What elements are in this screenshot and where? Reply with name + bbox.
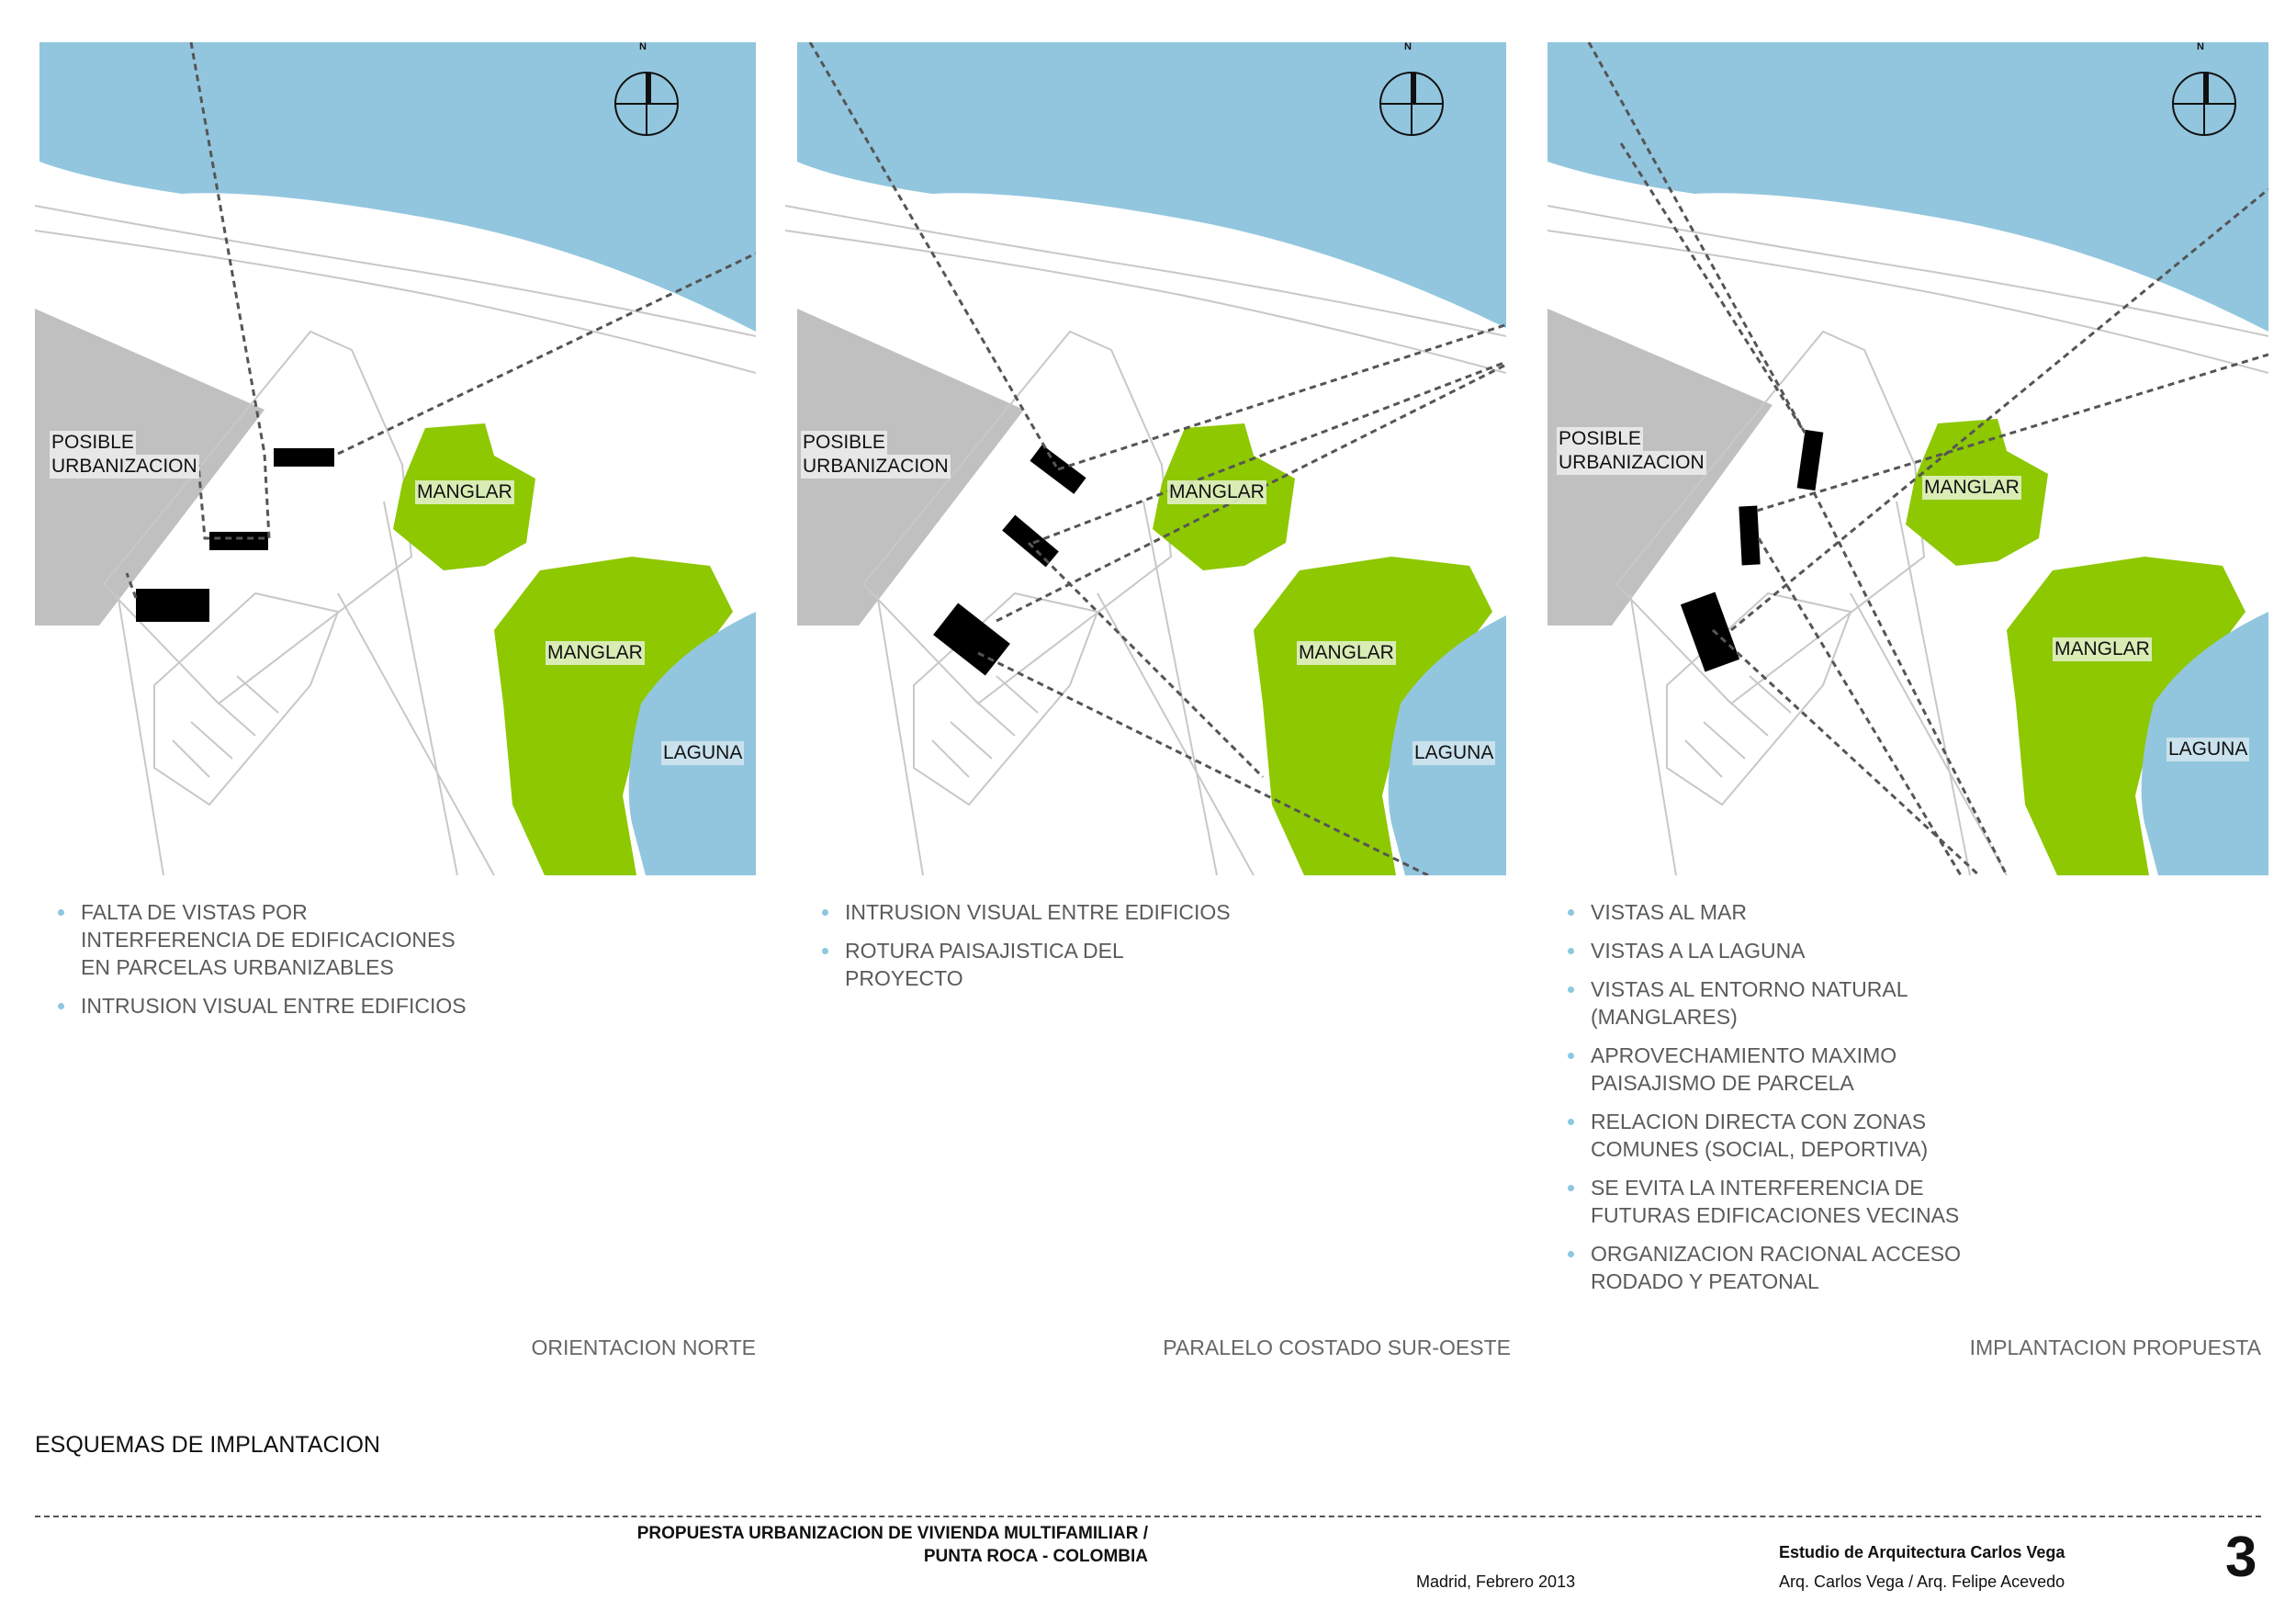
posible-label: POSIBLE [1557,427,1643,451]
posible-label: POSIBLE [801,431,887,455]
bullet-list: VISTAS AL MAR VISTAS A LA LAGUNA VISTAS … [1563,898,1986,1306]
bullet-item: RELACION DIRECTA CON ZONAS COMUNES (SOCI… [1563,1108,1986,1163]
panel-caption: ORIENTACION NORTE [531,1336,757,1359]
laguna-label: LAGUNA [661,741,745,765]
laguna-label: LAGUNA [1412,741,1496,765]
manglar-label: MANGLAR [546,641,645,665]
sea-area [1548,42,2268,332]
bullet-item: VISTAS A LA LAGUNA [1563,937,1986,964]
section-title: ESQUEMAS DE IMPLANTACION [35,1432,380,1458]
project-title-line: PROPUESTA URBANIZACION DE VIVIENDA MULTI… [636,1524,1148,1543]
building-block [1796,429,1824,491]
sea-area [39,42,756,332]
building-block [274,448,334,467]
panel-caption: IMPLANTACION PROPUESTA [1969,1336,2261,1359]
bullet-item: VISTAS AL MAR [1563,898,1986,926]
north-label: N [2197,41,2204,52]
footer-divider [35,1516,2261,1517]
north-label: N [639,41,647,52]
urbanizacion-label: URBANIZACION [50,455,199,479]
bullet-item: VISTAS AL ENTORNO NATURAL (MANGLARES) [1563,975,1986,1031]
north-arrow-icon [2172,72,2236,136]
laguna-label: LAGUNA [2167,738,2250,761]
bullet-item: ROTURA PAISAJISTICA DEL PROYECTO [817,937,1240,992]
building-block [1739,505,1761,566]
bullet-list: INTRUSION VISUAL ENTRE EDIFICIOS ROTURA … [817,898,1240,1003]
manglar-large-area [1254,557,1492,875]
building-block [209,532,268,550]
project-title: PROPUESTA URBANIZACION DE VIVIENDA MULTI… [569,1522,1148,1568]
bullet-item: ORGANIZACION RACIONAL ACCESO RODADO Y PE… [1563,1240,1986,1295]
bullet-item: APROVECHAMIENTO MAXIMO PAISAJISMO DE PAR… [1563,1042,1986,1097]
building-block [1680,592,1740,672]
manglar-large-area [494,557,733,875]
urbanizacion-label: URBANIZACION [1557,451,1706,475]
manglar-label: MANGLAR [1297,641,1396,665]
scheme-panel-orientacion-norte: N POSIBLE URBANIZACION MANGLAR MANGLAR L… [35,41,756,875]
scheme-panel-paralelo-sur-oeste: N POSIBLE URBANIZACION MANGLAR MANGLAR L… [785,41,1506,875]
urbanizacion-label: URBANIZACION [801,455,951,479]
manglar-label: MANGLAR [415,480,514,504]
panel-caption: PARALELO COSTADO SUR-OESTE [1163,1336,1511,1359]
studio-name: Estudio de Arquitectura Carlos Vega [1779,1543,2065,1561]
project-title-line: PUNTA ROCA - COLOMBIA [923,1547,1148,1566]
bullet-list: FALTA DE VISTAS POR INTERFERENCIA DE EDI… [53,898,476,1031]
page-number: 3 [2225,1526,2257,1589]
manglar-large-area [2007,557,2245,875]
north-arrow-icon [1379,72,1444,136]
building-block [136,589,209,622]
north-label: N [1404,41,1412,52]
building-block [933,603,1010,676]
scheme-panel-implantacion-propuesta: N POSIBLE URBANIZACION MANGLAR MANGLAR L… [1548,41,2268,875]
manglar-label: MANGLAR [2053,637,2152,661]
north-arrow-icon [614,72,679,136]
bullet-item: FALTA DE VISTAS POR INTERFERENCIA DE EDI… [53,898,476,981]
bullet-item: SE EVITA LA INTERFERENCIA DE FUTURAS EDI… [1563,1174,1986,1229]
building-block [1002,514,1059,568]
sea-area [797,42,1506,329]
bullet-item: INTRUSION VISUAL ENTRE EDIFICIOS [817,898,1240,926]
authors: Arq. Carlos Vega / Arq. Felipe Acevedo [1779,1572,2065,1591]
bullet-item: INTRUSION VISUAL ENTRE EDIFICIOS [53,992,476,1020]
posible-label: POSIBLE [50,431,136,455]
manglar-label: MANGLAR [1922,476,2021,500]
manglar-label: MANGLAR [1167,480,1266,504]
footer-date: Madrid, Febrero 2013 [1416,1572,1576,1591]
